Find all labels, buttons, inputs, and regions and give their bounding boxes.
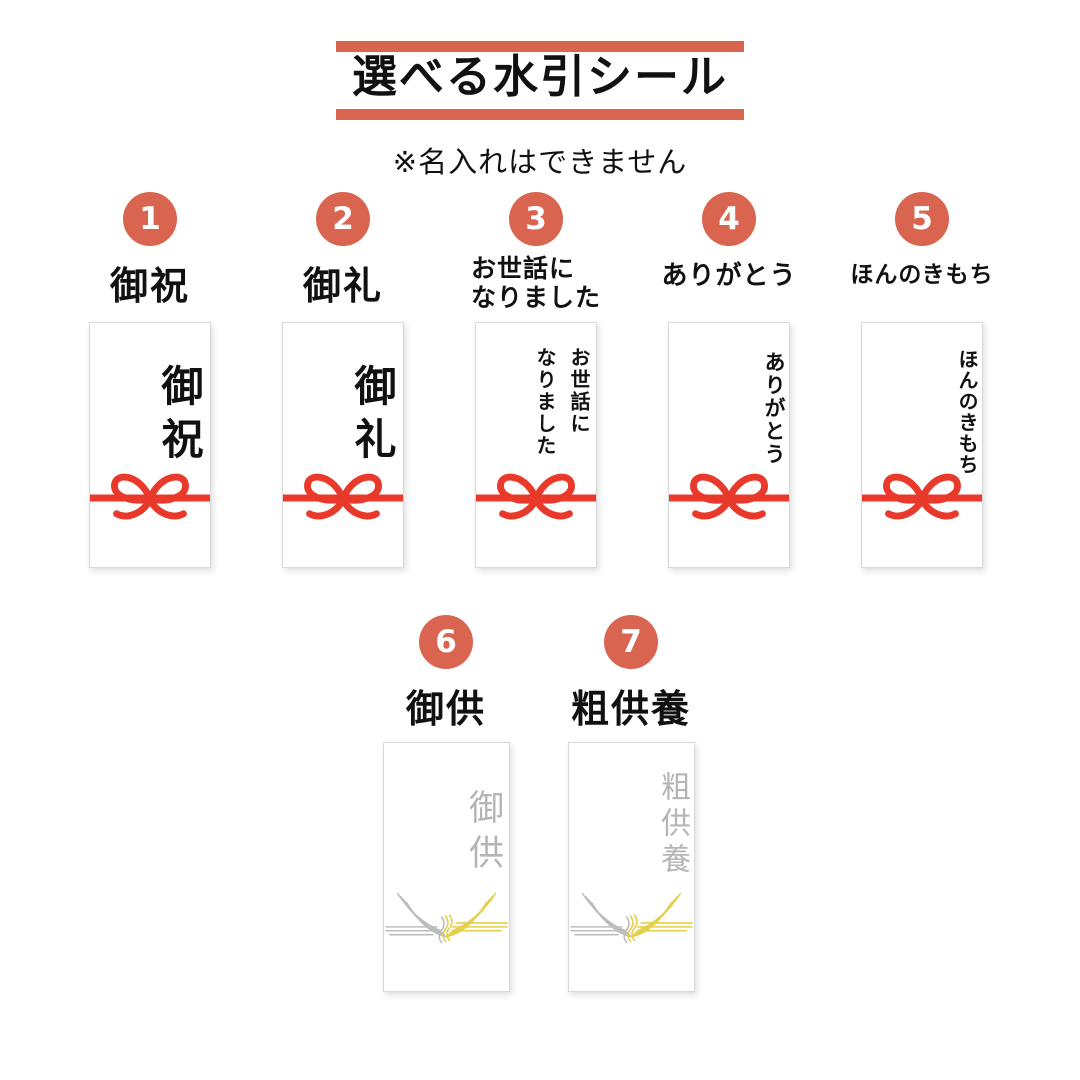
option-2-label: 御礼 xyxy=(302,264,383,308)
sticker-3-text: お世話に なりました xyxy=(533,347,591,457)
option-6-header: 6 御供 xyxy=(356,615,536,733)
title-rule-bottom xyxy=(336,109,744,120)
sticker-card-3: お世話に なりました xyxy=(475,322,597,568)
number-badge-6: 6 xyxy=(419,615,473,669)
option-5-header: 5 ほんのきもち xyxy=(832,192,1012,289)
sticker-1-text: 御祝 xyxy=(155,364,204,470)
option-6-label: 御供 xyxy=(405,687,486,731)
title-note: ※名入れはできません xyxy=(392,145,688,179)
red-mizuhiki-bow-icon xyxy=(476,473,596,520)
option-4-label: ありがとう xyxy=(661,261,797,291)
sticker-card-4: ありがとう xyxy=(668,322,790,568)
sticker-7-text: 粗供養 xyxy=(655,771,690,879)
number-badge-7: 7 xyxy=(604,615,658,669)
red-mizuhiki-bow-icon xyxy=(669,473,789,520)
sticker-card-5: ほんのきもち xyxy=(861,322,983,568)
sticker-4-text: ありがとう xyxy=(762,351,786,466)
sticker-6-text: 御供 xyxy=(463,789,503,879)
option-1-header: 1 御祝 xyxy=(60,192,240,310)
option-4-header: 4 ありがとう xyxy=(639,192,819,292)
number-badge-1: 1 xyxy=(123,192,177,246)
sticker-card-7: 粗供養 xyxy=(568,742,695,992)
number-badge-5: 5 xyxy=(895,192,949,246)
red-mizuhiki-bow-icon xyxy=(862,473,982,520)
option-3-header: 3 お世話に なりました xyxy=(446,192,626,313)
sticker-5-text: ほんのきもち xyxy=(955,349,979,475)
option-2-header: 2 御礼 xyxy=(253,192,433,310)
yellow-white-mizuhiki-knot-icon xyxy=(385,892,508,944)
number-badge-2: 2 xyxy=(316,192,370,246)
option-5-label: ほんのきもち xyxy=(850,262,994,288)
number-badge-4: 4 xyxy=(702,192,756,246)
number-badge-3: 3 xyxy=(509,192,563,246)
sticker-card-1: 御祝 xyxy=(89,322,211,568)
red-mizuhiki-bow-icon xyxy=(283,473,403,520)
yellow-white-mizuhiki-knot-icon xyxy=(570,892,693,944)
title-rule-top xyxy=(336,41,744,52)
option-1-label: 御祝 xyxy=(109,264,190,308)
option-7-header: 7 粗供養 xyxy=(541,615,721,733)
sticker-card-6: 御供 xyxy=(383,742,510,992)
sticker-card-2: 御礼 xyxy=(282,322,404,568)
sticker-2-text: 御礼 xyxy=(348,364,397,470)
red-mizuhiki-bow-icon xyxy=(90,473,210,520)
option-7-label: 粗供養 xyxy=(570,687,691,731)
option-3-label: お世話に なりました xyxy=(470,254,601,312)
page-title: 選べる水引シール xyxy=(351,50,728,103)
